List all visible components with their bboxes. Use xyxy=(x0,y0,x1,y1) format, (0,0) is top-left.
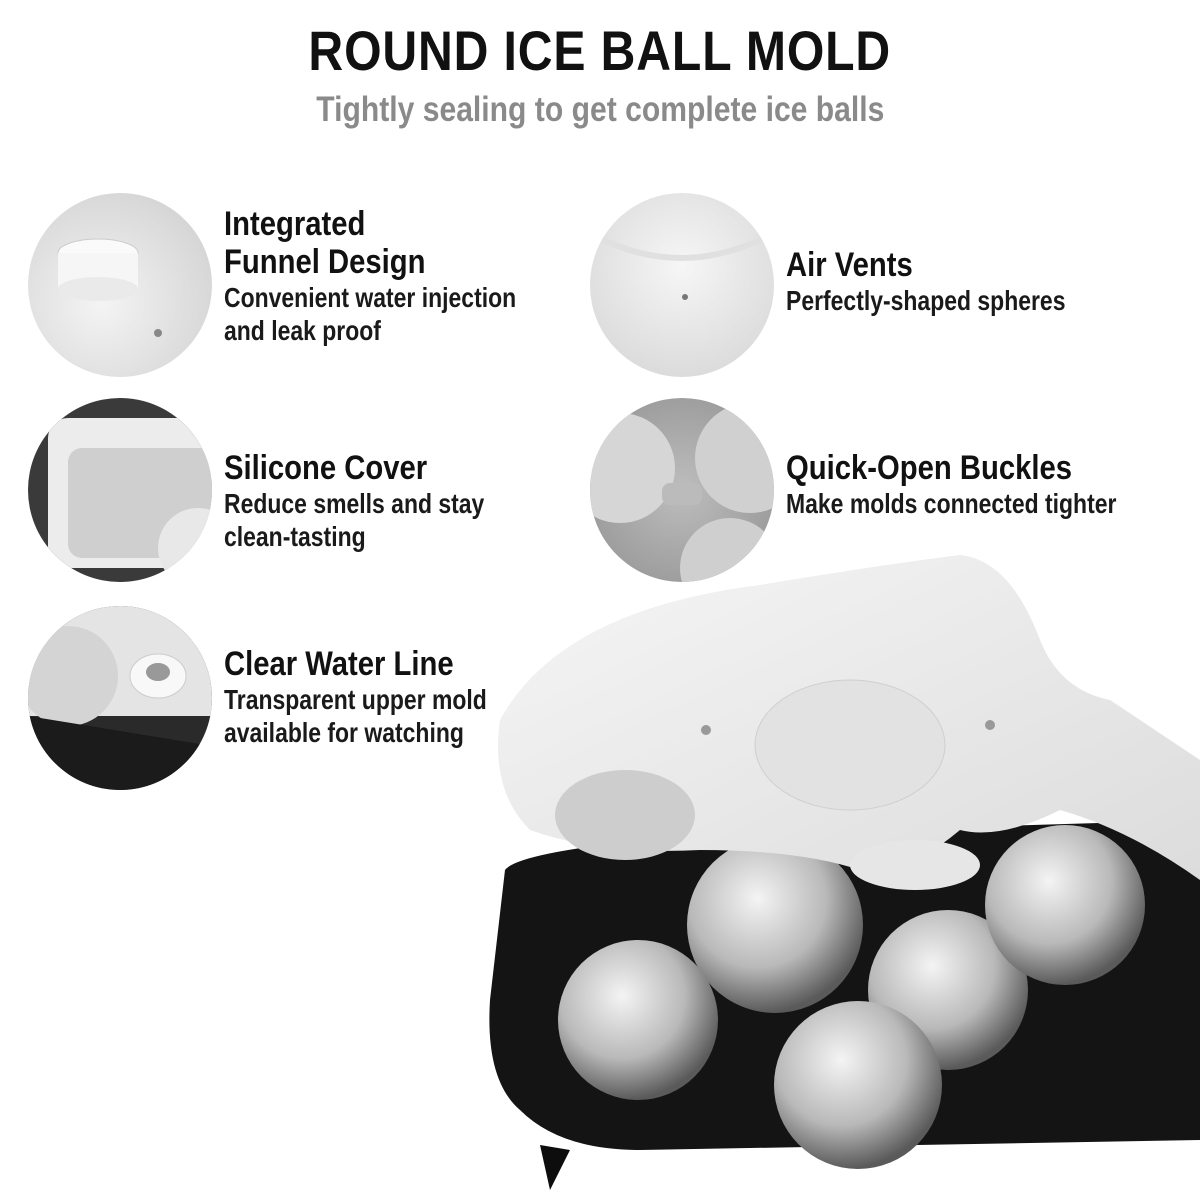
ice-ball xyxy=(985,825,1145,985)
feature-body: and leak proof xyxy=(224,315,381,346)
feature-integrated-funnel: Integrated Funnel Design Convenient wate… xyxy=(224,205,580,347)
feature-heading: Funnel Design xyxy=(224,243,426,281)
funnel-closeup-image xyxy=(28,193,212,377)
buckle-closeup-image xyxy=(590,398,774,582)
feature-clear-water-line: Clear Water Line Transparent upper mold … xyxy=(224,645,545,749)
page-subtitle: Tightly sealing to get complete ice ball… xyxy=(0,90,1200,130)
feature-air-vents: Air Vents Perfectly-shaped spheres xyxy=(786,246,1127,317)
feature-body: Make molds connected tighter xyxy=(786,488,1117,519)
ice-ball xyxy=(558,940,718,1100)
feature-heading: Integrated xyxy=(224,205,366,243)
cover-closeup-image xyxy=(28,398,212,582)
feature-heading: Quick-Open Buckles xyxy=(786,449,1072,487)
feature-body: Convenient water injection xyxy=(224,282,517,313)
ice-ball xyxy=(687,837,863,1013)
feature-heading: Silicone Cover xyxy=(224,449,428,487)
feature-body: Perfectly-shaped spheres xyxy=(786,285,1066,316)
ice-ball xyxy=(774,1001,942,1169)
feature-silicone-cover: Silicone Cover Reduce smells and stay cl… xyxy=(224,449,541,553)
title-text: ROUND ICE BALL MOLD xyxy=(308,19,892,82)
feature-body: available for watching xyxy=(224,717,464,748)
feature-body: clean-tasting xyxy=(224,521,366,552)
subtitle-text: Tightly sealing to get complete ice ball… xyxy=(315,90,885,129)
page-title: ROUND ICE BALL MOLD xyxy=(0,18,1200,83)
feature-body: Reduce smells and stay xyxy=(224,488,485,519)
feature-quick-open-buckles: Quick-Open Buckles Make molds connected … xyxy=(786,449,1189,520)
air-vent-closeup-image xyxy=(590,193,774,377)
feature-body: Transparent upper mold xyxy=(224,684,487,715)
feature-heading: Air Vents xyxy=(786,246,913,284)
feature-heading: Clear Water Line xyxy=(224,645,454,683)
